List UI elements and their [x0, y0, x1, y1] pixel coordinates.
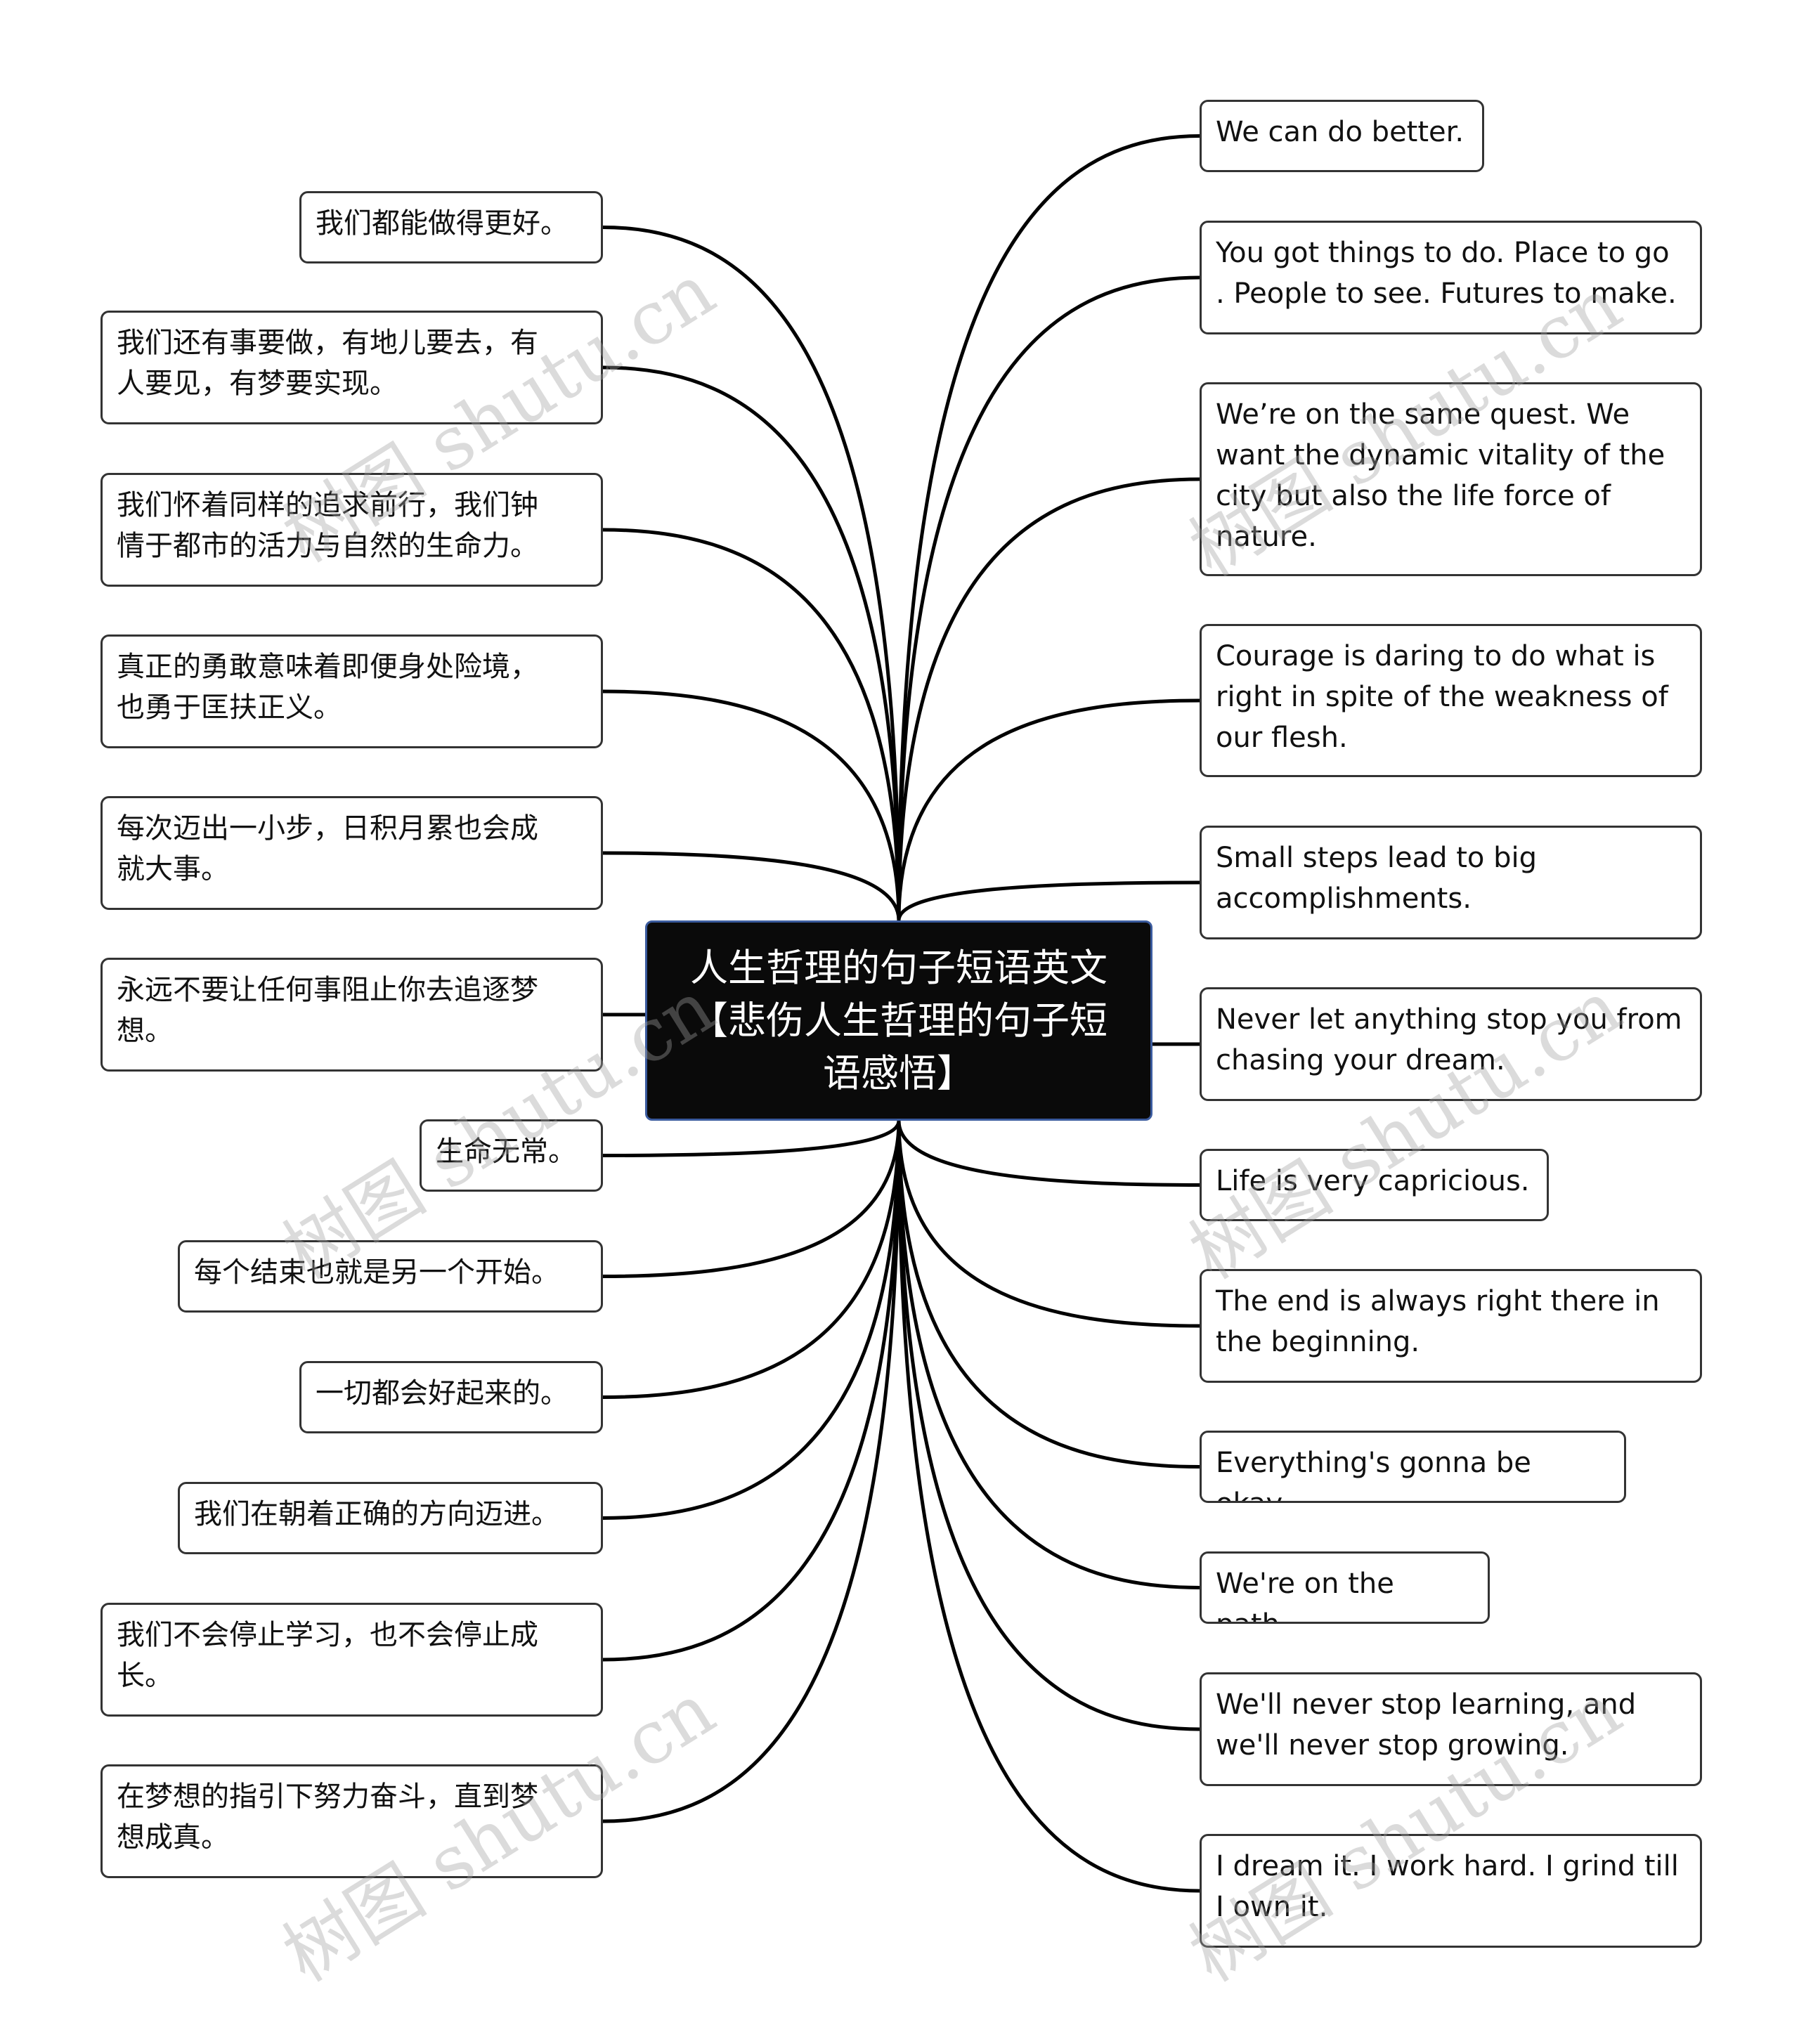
node-label: I dream it. I work hard. I grind till I …: [1216, 1850, 1679, 1923]
node-label: We're on the path.: [1216, 1568, 1394, 1622]
root-node[interactable]: 人生哲理的句子短语英文 【悲伤人生哲理的句子短 语感悟】: [645, 920, 1152, 1121]
node-label: 真正的勇敢意味着即便身处险境， 也勇于匡扶正义。: [117, 651, 538, 724]
connector-edge: [897, 1120, 1200, 1893]
right-node-8[interactable]: The end is always right there in the beg…: [1200, 1269, 1702, 1383]
left-node-8[interactable]: 每个结束也就是另一个开始。: [178, 1240, 603, 1313]
node-label: 生命无常。: [436, 1135, 576, 1168]
left-node-3[interactable]: 我们怀着同样的追求前行，我们钟 情于都市的活力与自然的生命力。: [100, 473, 603, 587]
node-label: Life is very capricious.: [1216, 1165, 1530, 1197]
right-node-2[interactable]: You got things to do. Place to go . Peop…: [1200, 221, 1702, 334]
connector-edge: [602, 1120, 901, 1520]
connector-edge: [602, 1120, 901, 1399]
right-node-5[interactable]: Small steps lead to big accomplishments.: [1200, 826, 1702, 939]
node-label: 我们怀着同样的追求前行，我们钟 情于都市的活力与自然的生命力。: [117, 489, 538, 562]
connector-edge: [897, 134, 1200, 921]
right-node-12[interactable]: I dream it. I work hard. I grind till I …: [1200, 1834, 1702, 1948]
right-node-9[interactable]: Everything's gonna be okay.: [1200, 1431, 1626, 1503]
right-node-6[interactable]: Never let anything stop you from chasing…: [1200, 987, 1702, 1101]
connector-edge: [602, 689, 901, 921]
node-label: 一切都会好起来的。: [316, 1377, 569, 1410]
node-label: 永远不要让任何事阻止你去追逐梦 想。: [117, 974, 538, 1047]
node-label: Everything's gonna be okay.: [1216, 1447, 1531, 1501]
connector-edge: [602, 226, 901, 921]
right-node-11[interactable]: We'll never stop learning, and we'll nev…: [1200, 1672, 1702, 1786]
connector-edge: [897, 698, 1200, 921]
node-label: 我们不会停止学习，也不会停止成 长。: [117, 1619, 538, 1692]
node-label: 每个结束也就是另一个开始。: [194, 1256, 559, 1289]
left-node-7[interactable]: 生命无常。: [420, 1119, 603, 1192]
node-label: We'll never stop learning, and we'll nev…: [1216, 1688, 1637, 1762]
node-label: The end is always right there in the beg…: [1216, 1285, 1660, 1358]
left-node-12[interactable]: 在梦想的指引下努力奋斗，直到梦 想成真。: [100, 1764, 603, 1878]
connector-edge: [897, 1120, 1200, 1469]
node-label: You got things to do. Place to go . Peop…: [1216, 237, 1677, 310]
node-label: Courage is daring to do what is right in…: [1216, 640, 1668, 754]
root-label: 人生哲理的句子短语英文 【悲伤人生哲理的句子短 语感悟】: [690, 946, 1108, 1095]
connector-edge: [602, 1120, 901, 1157]
right-node-1[interactable]: We can do better.: [1200, 100, 1484, 172]
right-node-7[interactable]: Life is very capricious.: [1200, 1149, 1549, 1221]
connector-edge: [897, 477, 1200, 921]
node-label: Small steps lead to big accomplishments.: [1216, 842, 1537, 915]
node-label: 在梦想的指引下努力奋斗，直到梦 想成真。: [117, 1781, 538, 1854]
connector-edge: [602, 1120, 901, 1662]
connector-edge: [897, 1120, 1200, 1187]
node-label: We can do better.: [1216, 116, 1464, 148]
connector-edge: [602, 528, 901, 921]
connector-edge: [897, 1120, 1200, 1589]
node-label: 每次迈出一小步，日积月累也会成 就大事。: [117, 812, 538, 885]
left-node-2[interactable]: 我们还有事要做，有地儿要去，有 人要见，有梦要实现。: [100, 311, 603, 424]
node-label: 我们还有事要做，有地儿要去，有 人要见，有梦要实现。: [117, 327, 538, 400]
connector-edge: [602, 365, 901, 921]
left-node-5[interactable]: 每次迈出一小步，日积月累也会成 就大事。: [100, 796, 603, 910]
node-label: 我们在朝着正确的方向迈进。: [194, 1498, 559, 1530]
left-node-4[interactable]: 真正的勇敢意味着即便身处险境， 也勇于匡扶正义。: [100, 634, 603, 748]
node-label: 我们都能做得更好。: [316, 207, 569, 240]
connector-edge: [897, 275, 1200, 921]
connector-edge: [897, 880, 1200, 921]
left-node-11[interactable]: 我们不会停止学习，也不会停止成 长。: [100, 1603, 603, 1717]
connector-edge: [897, 1120, 1200, 1328]
connector-edge: [897, 1120, 1200, 1731]
left-node-10[interactable]: 我们在朝着正确的方向迈进。: [178, 1482, 603, 1554]
connector-edge: [602, 1120, 901, 1278]
connector-edge: [602, 1120, 901, 1823]
left-node-9[interactable]: 一切都会好起来的。: [299, 1361, 603, 1433]
left-node-6[interactable]: 永远不要让任何事阻止你去追逐梦 想。: [100, 958, 603, 1072]
node-label: We’re on the same quest. We want the dyn…: [1216, 398, 1665, 553]
right-node-3[interactable]: We’re on the same quest. We want the dyn…: [1200, 382, 1702, 576]
right-node-4[interactable]: Courage is daring to do what is right in…: [1200, 624, 1702, 777]
node-label: Never let anything stop you from chasing…: [1216, 1003, 1682, 1076]
left-node-1[interactable]: 我们都能做得更好。: [299, 191, 603, 263]
right-node-10[interactable]: We're on the path.: [1200, 1551, 1490, 1624]
connector-edge: [602, 851, 901, 921]
